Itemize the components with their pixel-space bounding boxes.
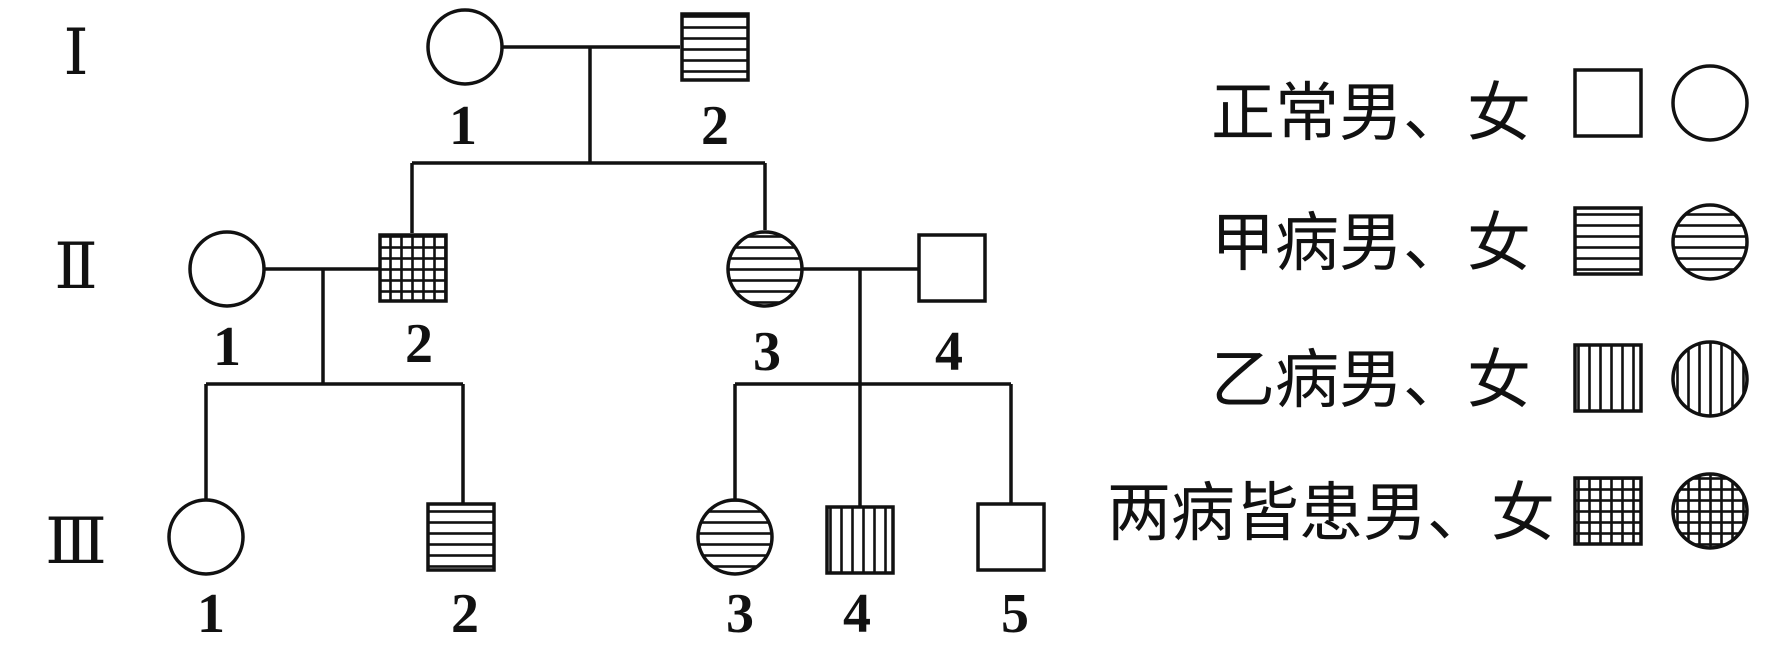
label-II-3: 3: [753, 321, 781, 383]
label-III-1: 1: [197, 583, 225, 645]
label-II-1: 1: [213, 316, 241, 378]
label-III-4: 4: [843, 583, 871, 645]
legend-female-disease-b: [1671, 340, 1749, 418]
legend-label-disease-b: 乙病男、女: [1211, 344, 1531, 418]
label-III-5: 5: [1001, 583, 1029, 645]
label-I-2: 2: [701, 95, 729, 157]
generation-label-2: Ⅱ: [54, 231, 98, 302]
legend-male-normal: [1573, 68, 1643, 138]
individual-III-4: [825, 505, 895, 575]
label-II-2: 2: [405, 313, 433, 375]
individual-I-1: [426, 8, 504, 86]
individual-II-3: [726, 230, 804, 308]
individual-III-2: [426, 502, 496, 572]
generation-label-3: Ⅲ: [45, 506, 107, 577]
individual-III-1: [167, 498, 245, 576]
individual-I-2: [680, 12, 750, 82]
individual-II-2: [378, 233, 448, 303]
generation-label-1: Ⅰ: [63, 17, 88, 88]
individual-III-3: [696, 498, 774, 576]
label-II-4: 4: [935, 321, 963, 383]
individual-III-5: [976, 502, 1046, 572]
label-III-2: 2: [451, 583, 479, 645]
legend-male-disease-a: [1573, 206, 1643, 276]
legend-male-disease-b: [1573, 343, 1643, 413]
individual-II-1: [188, 230, 266, 308]
legend-label-normal: 正常男、女: [1211, 77, 1531, 151]
individual-II-4: [917, 233, 987, 303]
legend-label-disease-a: 甲病男、女: [1211, 207, 1531, 281]
label-I-1: 1: [449, 95, 477, 157]
legend-male-both: [1573, 476, 1643, 546]
legend-female-normal: [1671, 64, 1749, 142]
label-III-3: 3: [726, 583, 754, 645]
legend: 正常男、女 甲病男、女 乙病男、女 两病皆患男、女: [1107, 64, 1749, 551]
legend-female-disease-a: [1671, 203, 1749, 281]
legend-label-both: 两病皆患男、女: [1107, 477, 1555, 551]
pedigree-lines: [204, 45, 1013, 507]
legend-female-both: [1671, 472, 1749, 550]
